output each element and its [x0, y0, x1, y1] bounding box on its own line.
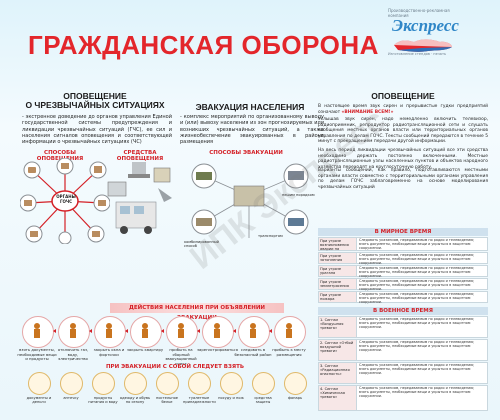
- war-row: 4. Сигнал «Химическая тревога»Следовать …: [318, 385, 488, 411]
- step-label: закрыть квартиру: [126, 347, 164, 352]
- war-row-label: 2. Сигнал «Отбой воздушной тревоги»: [319, 340, 357, 360]
- right-heading: ОПОВЕЩЕНИЕ: [371, 91, 435, 101]
- peace-row-text: Следовать указаниям, передаваемым по рад…: [359, 238, 475, 250]
- war-row: 1. Сигнал «Воздушная тревога»Следовать у…: [318, 316, 488, 338]
- logo-word: Экспресс: [392, 16, 459, 35]
- war-row: 3. Сигнал «Радиационная опасность»Следов…: [318, 362, 488, 384]
- item-label: аптечку: [63, 396, 79, 400]
- step-label: закрыть окна и форточки: [93, 347, 125, 357]
- item-label: туалетные принадлежности: [183, 396, 216, 405]
- notification-methods-label: СПОСОБЫ ОПОВЕЩЕНИЯ: [36, 150, 84, 162]
- notification-means-illustration: [107, 162, 172, 234]
- evacuation-actions-banner: ДЕЙСТВИЯ НАСЕЛЕНИЯ ПРИ ОБЪЯВЛЕНИИ ЭВАКУА…: [110, 303, 284, 321]
- item-label: документы и деньги: [26, 396, 52, 405]
- item-icon: [220, 372, 243, 395]
- peace-row-label: При угрозе землетрясения: [319, 279, 357, 289]
- war-time-band: В ВОЕННОЕ ВРЕМЯ: [318, 307, 488, 315]
- item-icon: [156, 372, 179, 395]
- peace-time-band: В МИРНОЕ ВРЕМЯ: [318, 228, 488, 236]
- gochs-center-node: ОРГАНЫ ГОЧС: [56, 194, 76, 204]
- notification-means-label: СРЕДСТВА ОПОВЕЩЕНИЯ: [116, 150, 164, 162]
- war-row-text: Следовать указаниям, передаваемым по рад…: [359, 363, 475, 375]
- item-icon: [60, 372, 83, 395]
- peace-row-text: Следовать указаниям, передаваемым по рад…: [359, 253, 475, 265]
- peace-row-label: При угрозе возникновения аварии на промы…: [319, 238, 357, 260]
- war-row-label: 3. Сигнал «Радиационная опасность»: [319, 363, 357, 383]
- step-label: зарегистрироваться: [197, 347, 238, 352]
- evacuation-label-transport: транспортом: [258, 234, 283, 238]
- right-paragraph-2: Услышав звук сирен, надо немедленно вклю…: [318, 117, 488, 144]
- right-paragraph-4: Варианты сообщений, как правило, подгота…: [318, 168, 488, 190]
- step-figures: [34, 323, 292, 338]
- step-label: прибыть на сборный эвакуационный пункт: [165, 347, 197, 366]
- right-paragraph-3: На весь период ликвидации чрезвычайных с…: [318, 148, 488, 170]
- item-label: одежду и обувь по сезону: [119, 396, 151, 405]
- item-label: средства защиты: [254, 396, 272, 405]
- war-row-label: 1. Сигнал «Воздушная тревога»: [319, 317, 357, 337]
- attention-all-highlight: «ВНИМАНИЕ ВСЕМ!»: [341, 109, 394, 115]
- notification-definition: - экстренное доведение до органов управл…: [22, 114, 172, 145]
- peace-row: При угрозе возникновения аварии на промы…: [318, 237, 488, 260]
- page-title: ГРАЖДАНСКАЯ ОБОРОНА: [28, 30, 379, 60]
- step-label: взять документы, необходимые вещи и прод…: [17, 347, 57, 362]
- item-icon: [284, 372, 307, 395]
- evacuation-label-foot: пешим порядком: [282, 193, 315, 197]
- logo-tagline: Производственно-рекламная компания: [388, 8, 450, 18]
- war-row-text: Следовать указаниям, передаваемым по рад…: [359, 340, 475, 352]
- peace-row-text: Следовать указаниям, передаваемым по рад…: [359, 266, 475, 278]
- war-row-text: Следовать указаниям, передаваемым по рад…: [359, 386, 475, 398]
- step-label: отключить газ, воду, электричество: [57, 347, 89, 362]
- item-icon: [124, 372, 147, 395]
- item-label: продукты питания и воду: [88, 396, 118, 405]
- item-icon: [188, 372, 211, 395]
- logo-subtitle: Изготовление стендов · печать: [388, 52, 447, 56]
- evacuation-definition: - комплекс мероприятий по организованном…: [180, 114, 324, 145]
- evacuation-heading: ЭВАКУАЦИЯ НАСЕЛЕНИЯ: [195, 102, 305, 112]
- step-label: прибыть к месту размещения: [272, 347, 306, 357]
- item-icon: [252, 372, 275, 395]
- peace-row-text: Следовать указаниям, передаваемым по рад…: [359, 292, 475, 304]
- item-label: фонарь: [287, 396, 303, 400]
- notification-heading: ОПОВЕЩЕНИЕ О ЧРЕЗВЫЧАЙНЫХ СИТУАЦИЯХ: [25, 91, 165, 111]
- step-label: следовать в безопасный район: [234, 347, 272, 357]
- peace-row-label: При угрозе пожара: [319, 292, 357, 302]
- war-row: 2. Сигнал «Отбой воздушной тревоги»Следо…: [318, 339, 488, 361]
- item-icon: [28, 372, 51, 395]
- item-icon: [92, 372, 115, 395]
- peace-row-label: При угрозе урагана: [319, 266, 357, 276]
- peace-row-label: При угрозе затопления: [319, 253, 357, 263]
- peace-row-text: Следовать указаниям, передаваемым по рад…: [359, 279, 475, 291]
- step-icon: [238, 316, 270, 348]
- item-label: посуду и нож: [218, 396, 244, 400]
- take-items-label: ПРИ ЭВАКУАЦИИ С СОБОЙ СЛЕДУЕТ ВЗЯТЬ: [105, 364, 245, 370]
- notification-methods-diagram: [20, 158, 110, 244]
- right-paragraph-1: В настоящее время звук сирен и прерывист…: [318, 104, 488, 115]
- war-row-text: Следовать указаниям, передаваемым по рад…: [359, 317, 475, 329]
- russia-map-icon: [394, 39, 452, 52]
- evacuation-methods-diagram: [191, 163, 309, 238]
- war-row-label: 4. Сигнал «Химическая тревога»: [319, 386, 357, 410]
- para1-text: В настоящее время звук сирен и прерывист…: [318, 104, 488, 115]
- company-logo: Производственно-рекламная компания Экспр…: [388, 8, 466, 56]
- item-label: постельное белье: [155, 396, 178, 405]
- evacuation-methods-label: СПОСОБЫ ЭВАКУАЦИИ: [209, 150, 283, 156]
- evacuation-label-combined: комбинированный способ: [184, 240, 219, 249]
